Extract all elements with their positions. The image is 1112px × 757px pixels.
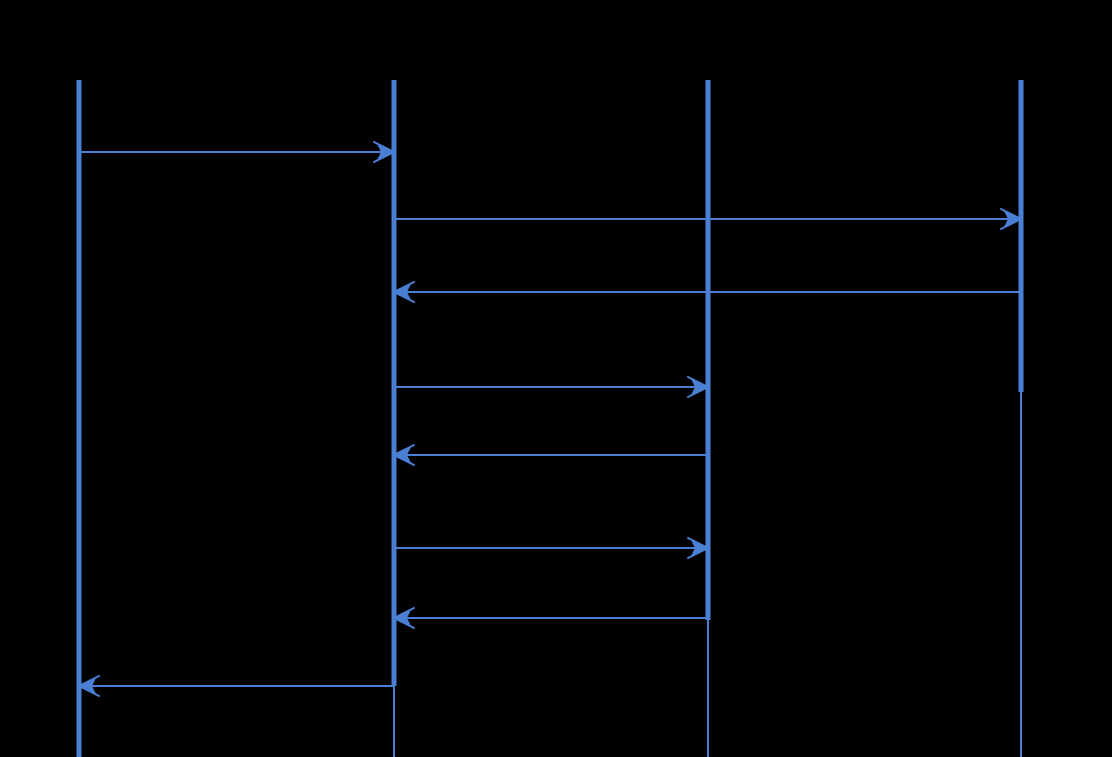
- message-6[interactable]: [394, 537, 711, 559]
- msg-8-arrowhead-fill: [79, 678, 96, 694]
- msg-7-arrowhead-fill: [394, 610, 411, 626]
- msg-3-arrowhead-fill: [394, 284, 411, 300]
- message-3[interactable]: [391, 281, 1021, 303]
- lifelines-group: [76, 80, 1024, 757]
- msg-2-arrowhead-fill: [1004, 211, 1021, 227]
- msg-5-arrowhead-fill: [394, 447, 411, 463]
- messages-group: [76, 141, 1024, 697]
- message-4[interactable]: [394, 376, 711, 398]
- msg-4-arrowhead-fill: [691, 379, 708, 395]
- message-1[interactable]: [79, 141, 397, 163]
- message-8[interactable]: [76, 675, 394, 697]
- msg-6-arrowhead-fill: [691, 540, 708, 556]
- message-2[interactable]: [394, 208, 1024, 230]
- message-5[interactable]: [391, 444, 708, 466]
- msg-1-arrowhead-fill: [377, 144, 394, 160]
- message-7[interactable]: [391, 607, 708, 629]
